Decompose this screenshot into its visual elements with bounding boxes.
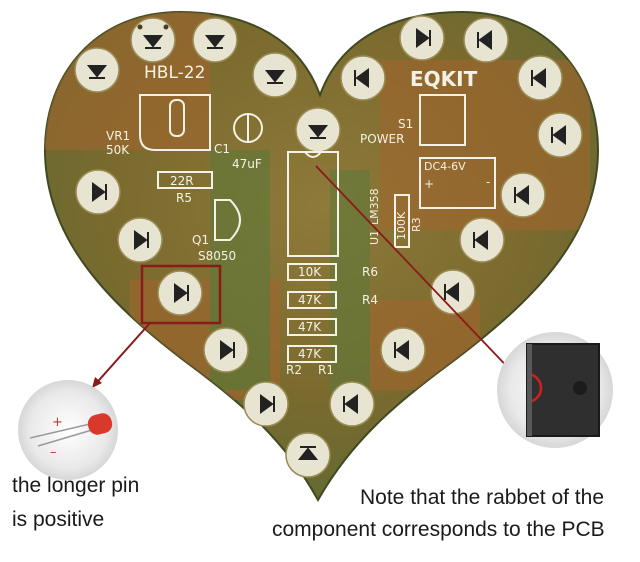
led-pad xyxy=(117,217,163,263)
c1-value-label: 47uF xyxy=(232,157,262,171)
led-pad xyxy=(74,47,120,93)
led-pad xyxy=(203,327,249,373)
power-label: POWER xyxy=(360,132,404,146)
arrow-line-right xyxy=(315,165,519,379)
led-pad xyxy=(192,17,238,63)
led-pad xyxy=(243,381,289,427)
r-mid-value-label: 47K xyxy=(298,320,322,334)
led-pad xyxy=(340,55,386,101)
c1-label: C1 xyxy=(214,142,230,156)
vr1-label: VR1 xyxy=(106,129,130,143)
dc-minus-label: - xyxy=(486,175,490,189)
led-pad xyxy=(537,112,583,158)
resistor-r-mid xyxy=(287,318,337,336)
r5-value-label: 22R xyxy=(170,174,194,188)
resistor-r3 xyxy=(394,194,410,248)
r4-value-label: 47K xyxy=(298,293,322,307)
dc-label: DC4-6V xyxy=(424,160,466,173)
led-pad xyxy=(430,269,476,315)
arrow-line-left xyxy=(91,322,151,389)
silkscreen-components xyxy=(139,94,496,363)
led-pad xyxy=(459,217,505,263)
vr1-value-label: 50K xyxy=(106,143,130,157)
s1-label: S1 xyxy=(398,117,413,131)
dc-jack-outline xyxy=(419,157,496,209)
ic-label: LM358 xyxy=(368,188,381,225)
r5-label: R5 xyxy=(176,191,192,205)
led-annotation xyxy=(91,264,222,389)
q1-label: Q1 xyxy=(192,233,209,247)
ic-inset xyxy=(497,332,613,448)
led-pads xyxy=(74,15,583,478)
resistor-r1 xyxy=(287,345,337,363)
led-pad xyxy=(157,270,203,316)
arrow-head-left xyxy=(92,377,102,388)
r3-label: R3 xyxy=(410,217,423,232)
led-pad xyxy=(399,15,445,61)
r1-label: R1 xyxy=(318,363,334,377)
led-pad xyxy=(75,169,121,215)
led-inset: + – xyxy=(18,380,118,480)
caption-right-line1: Note that the rabbet of the xyxy=(360,486,605,509)
caption-left-line2: is positive xyxy=(12,508,105,531)
led-pad xyxy=(329,381,375,427)
caption-right-line2: component corresponds to the PCB xyxy=(272,518,605,541)
led-pad xyxy=(463,17,509,63)
switch-outline xyxy=(419,94,466,146)
resistor-r5 xyxy=(157,171,213,189)
brand-label: EQKIT xyxy=(410,67,478,91)
resistor-r4 xyxy=(287,291,337,309)
r3-value-label: 100K xyxy=(395,211,408,240)
q1-part-label: S8050 xyxy=(198,249,236,263)
led-pad xyxy=(295,107,341,153)
silkscreen-text: HBL-22 EQKIT VR1 50K C1 47uF 22R R5 Q1 S… xyxy=(106,63,490,377)
transistor-q1 xyxy=(214,199,241,241)
r2-label: R2 xyxy=(286,363,302,377)
highlight-box xyxy=(140,264,222,325)
r1-value-label: 47K xyxy=(298,347,322,361)
trimpot-outline xyxy=(139,94,211,151)
led-pad xyxy=(517,55,563,101)
r6-label: R6 xyxy=(362,265,378,279)
led-plus-label: + xyxy=(52,415,63,430)
r6-value-label: 10K xyxy=(298,265,322,279)
resistor-r6 xyxy=(287,263,337,281)
ic-outline xyxy=(287,151,339,257)
led-pad xyxy=(252,52,298,98)
u1-label: U1 xyxy=(368,230,381,245)
dc-plus-label: + xyxy=(424,177,434,191)
r4-label: R4 xyxy=(362,293,378,307)
caption-left-line1: the longer pin xyxy=(12,474,140,497)
led-pad xyxy=(380,327,426,373)
led-minus-label: – xyxy=(50,445,57,460)
led-pad xyxy=(500,172,546,218)
led-pad xyxy=(130,17,176,63)
ic-notch xyxy=(526,372,543,404)
model-label: HBL-22 xyxy=(144,63,205,83)
led-pad xyxy=(285,432,331,478)
